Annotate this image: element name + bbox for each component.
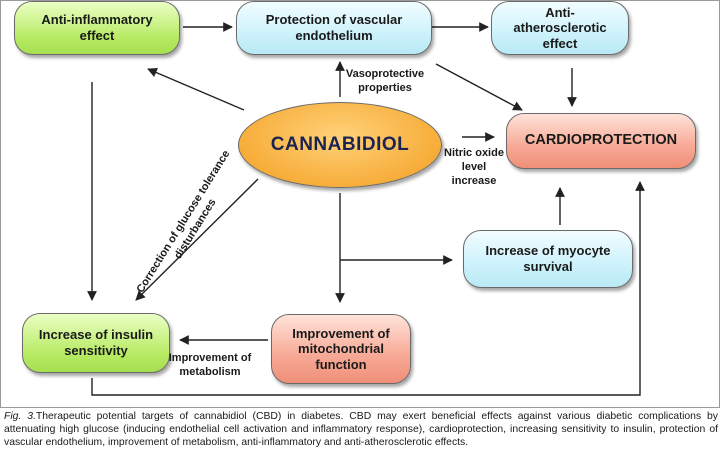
node-vascular-endothelium: Protection of vascular endothelium bbox=[236, 1, 432, 55]
arrow-cannabidiol-to-insulin bbox=[135, 178, 259, 301]
caption-prefix: Fig. 3. bbox=[4, 411, 36, 422]
node-anti-inflammatory: Anti-inflammatory effect bbox=[14, 1, 180, 55]
label-improvement-metabolism: Improvement of metabolism bbox=[168, 352, 252, 378]
node-cardioprotection: CARDIOPROTECTION bbox=[506, 113, 696, 169]
arrow-cannabidiol-to-antiinflammatory bbox=[147, 67, 245, 111]
arrow-insulin-to-cardioprotection bbox=[91, 181, 645, 396]
arrow-vascular-to-cardioprotection bbox=[435, 63, 523, 111]
diagram-connectors bbox=[0, 0, 720, 408]
node-myocyte-survival: Increase of myocyte survival bbox=[463, 230, 633, 288]
node-anti-atherosclerotic: Anti-atherosclerotic effect bbox=[491, 1, 629, 55]
diagram: Anti-inflammatory effect Protection of v… bbox=[0, 0, 720, 408]
caption-text: Therapeutic potential targets of cannabi… bbox=[4, 411, 718, 448]
label-nitric-oxide: Nitric oxide level increase bbox=[444, 147, 504, 187]
label-vasoprotective: Vasoprotective properties bbox=[345, 68, 425, 94]
figure-caption: Fig. 3.Therapeutic potential targets of … bbox=[4, 410, 718, 449]
node-insulin-sensitivity: Increase of insulin sensitivity bbox=[22, 313, 170, 373]
node-cannabidiol: CANNABIDIOL bbox=[238, 102, 442, 188]
node-mitochondrial-function: Improvement of mitochondrial function bbox=[271, 314, 411, 384]
